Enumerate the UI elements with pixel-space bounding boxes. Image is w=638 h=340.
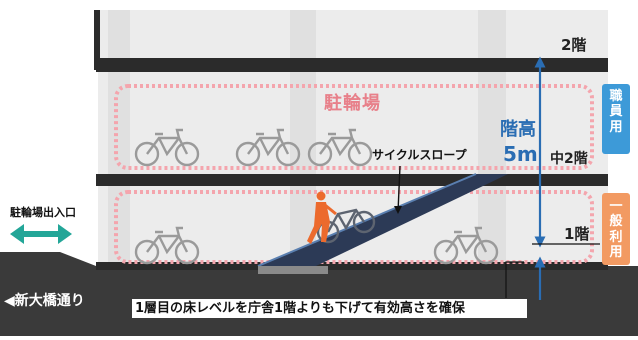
tag-char: 用 <box>609 244 623 260</box>
general-use-text: 一 般 利 用 <box>605 199 627 260</box>
slope-edge <box>257 173 477 267</box>
bicycle-icon <box>307 128 373 167</box>
general-use-tag <box>602 193 630 265</box>
bicycle-icon <box>134 128 200 167</box>
bicycle-icon <box>235 128 301 167</box>
cycle-slope <box>258 174 508 266</box>
floor-slab-2f <box>96 58 608 72</box>
floor-height-label: 階高 <box>500 119 536 140</box>
bicycle-icon <box>134 226 200 265</box>
slope-foot <box>258 266 328 274</box>
parking-zone-outline <box>114 190 594 264</box>
caption-leader <box>505 261 524 298</box>
parking-zone-outline <box>114 84 594 170</box>
tag-char: 一 <box>609 199 623 214</box>
caption-box: 1層目の床レベルを庁舎1階よりも下げて有効高さを確保 <box>132 299 527 318</box>
tag-char: 用 <box>609 119 623 135</box>
cycle-slope-label: サイクルスロープ <box>372 148 467 162</box>
street-label: ◀新大橋通り <box>4 293 85 309</box>
floor-label-mezzanine: 中2階 <box>550 151 588 167</box>
slope-leader-arrow <box>394 206 402 214</box>
staff-use-tag <box>602 84 630 154</box>
floor-slab-mezzanine <box>96 174 608 186</box>
slope-leader <box>397 165 401 213</box>
entrance-arrow-icon <box>10 224 72 244</box>
entrance-label: 駐輪場出入口 <box>10 206 76 219</box>
column <box>290 10 316 270</box>
staff-use-text: 職 員 用 <box>605 89 627 135</box>
floor-label-2f: 2階 <box>561 36 587 54</box>
bicycle-icon <box>433 226 499 265</box>
column <box>108 10 130 270</box>
tag-char: 般 <box>609 214 623 230</box>
tag-char: 職 <box>609 89 623 104</box>
tag-char: 利 <box>609 229 623 245</box>
column <box>478 10 506 270</box>
cyclist-icon <box>307 191 376 244</box>
outer-wall <box>94 10 100 70</box>
floor-label-1f: 1階 <box>564 225 590 243</box>
floor-height-value: 5m <box>503 142 538 166</box>
tag-char: 員 <box>609 104 623 120</box>
parking-label: 駐輪場 <box>324 93 381 114</box>
floor-slab-1f <box>96 262 608 270</box>
